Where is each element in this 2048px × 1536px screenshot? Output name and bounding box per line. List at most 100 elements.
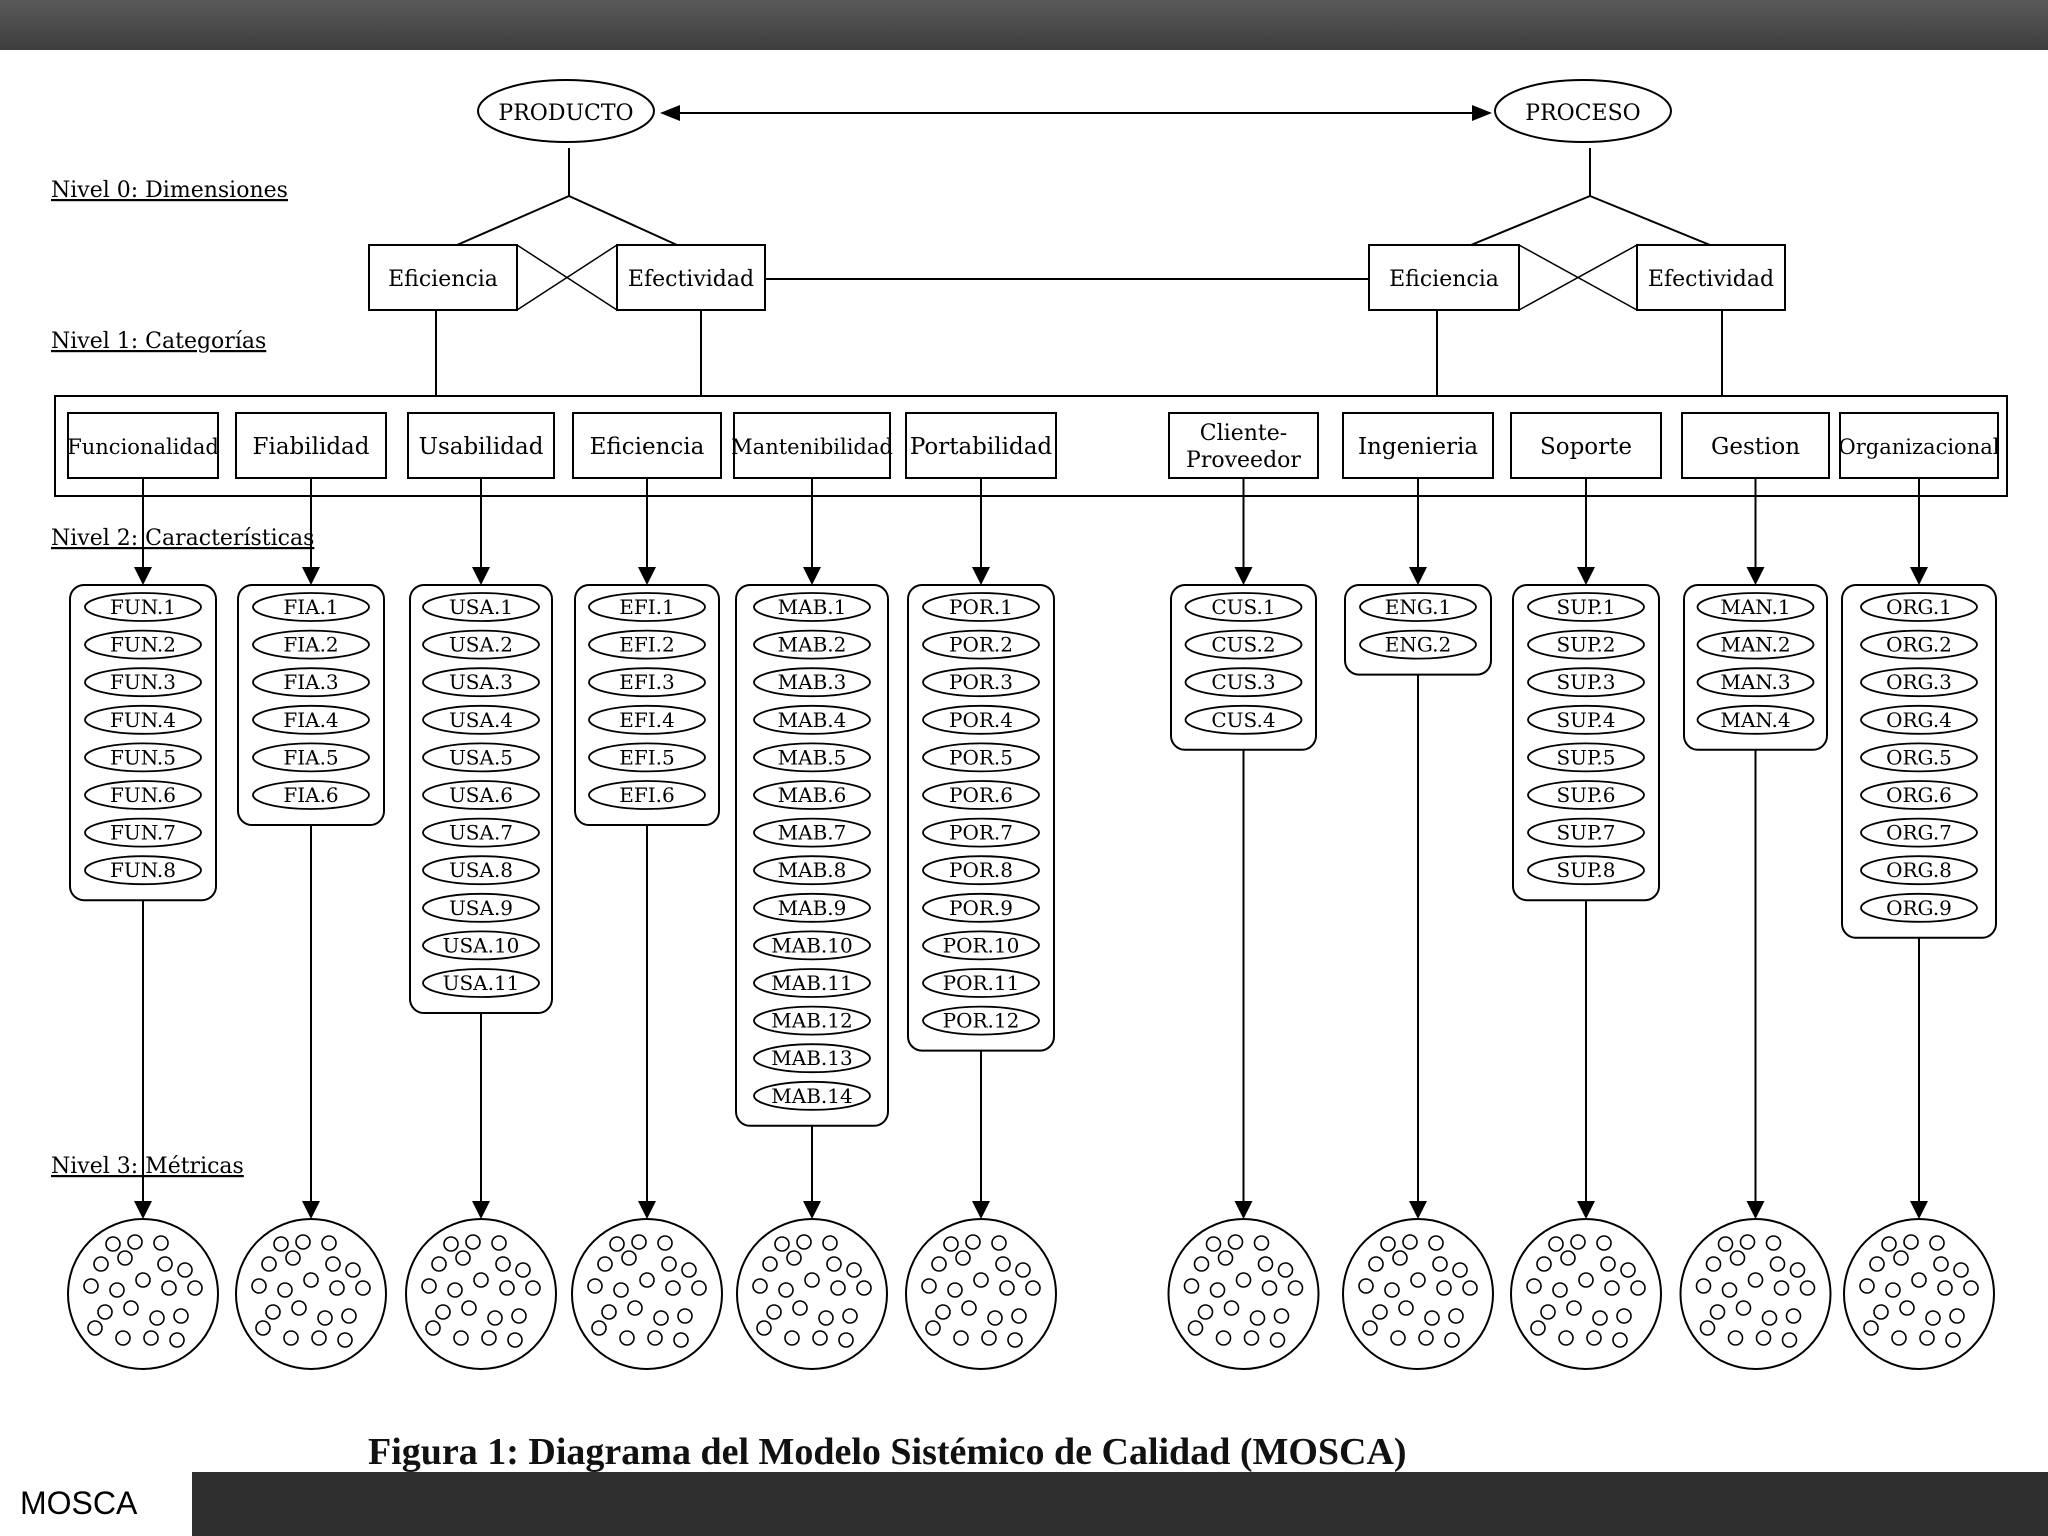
- metrics-pool: [1510, 1218, 1662, 1370]
- subcharacteristic-label: MAB.14: [771, 1084, 852, 1108]
- metric-dot: [774, 1236, 790, 1252]
- metrics-pool: [405, 1218, 557, 1370]
- metric-dot: [999, 1280, 1015, 1296]
- metric-dot: [627, 1300, 643, 1316]
- metric-dot: [1612, 1332, 1628, 1348]
- metric-dot: [481, 1330, 497, 1346]
- characteristic-label: Proveedor: [1186, 448, 1301, 473]
- characteristic-box: [1168, 412, 1319, 479]
- metric-dot: [1945, 1332, 1961, 1348]
- subcharacteristic-label: POR.12: [943, 1009, 1020, 1033]
- metric-dot: [1735, 1300, 1752, 1316]
- dimension-node: [477, 79, 655, 143]
- characteristic-box: [235, 412, 387, 479]
- subcharacteristic-item: [753, 780, 871, 810]
- metric-dot: [1863, 1320, 1879, 1336]
- characteristic-label: Portabilidad: [910, 434, 1053, 460]
- metric-dot: [295, 1234, 311, 1250]
- subcharacteristic-item: [753, 1080, 871, 1111]
- subcharacteristic-item: [84, 742, 202, 773]
- metric-dot: [681, 1262, 697, 1278]
- bottom-bar: [0, 1472, 2048, 1536]
- metric-dot: [1362, 1320, 1378, 1336]
- connector-line: [1589, 195, 1711, 246]
- metric-dot: [435, 1304, 451, 1320]
- subcharacteristic-item: [922, 968, 1040, 998]
- metric-dot: [1215, 1330, 1232, 1346]
- metric-dot: [1536, 1256, 1552, 1272]
- subcharacteristic-label: POR.10: [943, 933, 1020, 957]
- metric-dot: [639, 1272, 655, 1288]
- subcharacteristic-label: SUP.5: [1556, 745, 1615, 769]
- dimension-label: PRODUCTO: [498, 101, 633, 126]
- characteristics-frame: [54, 395, 2008, 497]
- subcharacteristic-item: [422, 968, 540, 998]
- arrow-head: [1409, 1201, 1427, 1219]
- arrow-head: [134, 567, 152, 585]
- subcharacteristic-label: MAB.8: [778, 858, 847, 882]
- metric-dot: [261, 1256, 277, 1272]
- subcharacteristic-item: [422, 592, 540, 622]
- metric-dot: [1424, 1310, 1440, 1326]
- connector-line: [568, 195, 678, 246]
- metric-dot: [1709, 1304, 1726, 1320]
- subcharacteristic-label: CUS.1: [1211, 595, 1275, 619]
- subcharacteristic-item: [422, 780, 540, 810]
- subcharacteristic-label: FUN.6: [110, 783, 176, 807]
- subcharacteristic-label: USA.2: [449, 633, 513, 657]
- metric-dot: [117, 1250, 133, 1266]
- metrics-pool: [1167, 1218, 1320, 1370]
- metric-dot: [507, 1332, 523, 1348]
- metric-dot: [784, 1330, 800, 1346]
- subcharacteristic-label: FUN.3: [110, 670, 176, 694]
- subcharacteristic-item: [84, 780, 202, 810]
- connector-line: [456, 195, 570, 246]
- metric-dot: [756, 1320, 772, 1336]
- metric-dot: [1011, 1308, 1027, 1324]
- subcharacteristic-item: [1860, 817, 1978, 848]
- metrics-pool: [235, 1218, 387, 1370]
- metric-dot: [1273, 1308, 1290, 1324]
- metric-dot: [1781, 1332, 1798, 1348]
- subcharacteristic-label: MAN.2: [1720, 633, 1790, 657]
- characteristic-box: [407, 412, 555, 479]
- metric-dot: [1402, 1234, 1418, 1250]
- metric-dot: [329, 1280, 345, 1296]
- subcharacteristic-item: [1860, 667, 1978, 698]
- subcharacteristic-label: USA.10: [443, 933, 520, 957]
- metric-dot: [1903, 1234, 1919, 1250]
- subcharacteristic-item: [588, 667, 706, 698]
- arrow-head: [638, 1201, 656, 1219]
- subcharacteristic-label: EFI.5: [619, 745, 674, 769]
- metric-dot: [597, 1256, 613, 1272]
- subcharacteristic-item: [1359, 592, 1477, 622]
- metric-dot: [355, 1280, 371, 1296]
- subcharacteristic-label: ORG.2: [1886, 633, 1952, 657]
- metric-dot: [123, 1300, 139, 1316]
- metric-dot: [981, 1330, 997, 1346]
- metric-dot: [303, 1272, 319, 1288]
- subcharacteristic-label: MAB.10: [771, 933, 852, 957]
- arrow-head: [472, 1201, 490, 1219]
- metric-dot: [1891, 1330, 1907, 1346]
- arrow-head: [1746, 1201, 1765, 1219]
- subcharacteristic-item: [753, 930, 871, 961]
- metric-dot: [115, 1330, 131, 1346]
- characteristic-label: Usabilidad: [419, 434, 544, 460]
- arrow-head: [1910, 567, 1928, 585]
- metric-dot: [1600, 1256, 1616, 1272]
- level-label: Nivel 0: Dimensiones: [51, 178, 288, 203]
- subcharacteristic-item: [252, 742, 370, 773]
- subcharacteristic-label: FIA.4: [283, 708, 338, 732]
- metric-dot: [251, 1278, 267, 1294]
- metric-dot: [277, 1282, 293, 1298]
- metric-dot: [657, 1235, 673, 1251]
- metric-dot: [1187, 1320, 1204, 1336]
- metric-dot: [1620, 1262, 1636, 1278]
- metric-dot: [1261, 1280, 1278, 1296]
- metric-dot: [1592, 1310, 1608, 1326]
- arrow-head: [1472, 105, 1492, 121]
- metric-dot: [1578, 1272, 1594, 1288]
- metric-dot: [1773, 1280, 1790, 1296]
